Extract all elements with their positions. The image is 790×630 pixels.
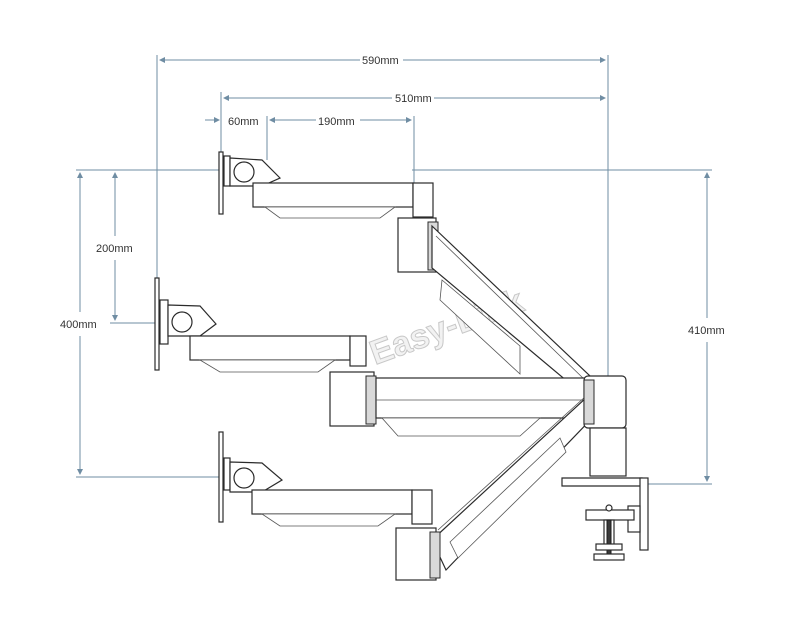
dimension-label-590: 590mm (362, 55, 399, 67)
arm-position-middle (154, 277, 587, 437)
dimension-label-200: 200mm (96, 243, 133, 255)
arm-position-bottom (218, 431, 441, 581)
dimension-pole-height: 410mm (412, 169, 725, 485)
upper-lift-arm (431, 224, 591, 393)
pole-and-desk-clamp (561, 375, 649, 561)
dimension-overall-width: 590mm (156, 55, 609, 380)
dimension-label-60: 60mm (228, 116, 259, 128)
dimension-arm-reach: 510mm (220, 92, 606, 165)
dimension-vesa-offset: 60mm (205, 116, 259, 128)
dimension-total-height: 400mm (60, 169, 228, 478)
dimension-half-height: 200mm (96, 169, 224, 324)
dimension-label-410: 410mm (688, 325, 725, 337)
dimension-label-400: 400mm (60, 319, 97, 331)
dimension-label-510: 510mm (395, 93, 432, 105)
arm-position-top (218, 151, 439, 273)
dimension-label-190: 190mm (318, 116, 355, 128)
dimension-forearm-length: 190mm (266, 116, 415, 186)
